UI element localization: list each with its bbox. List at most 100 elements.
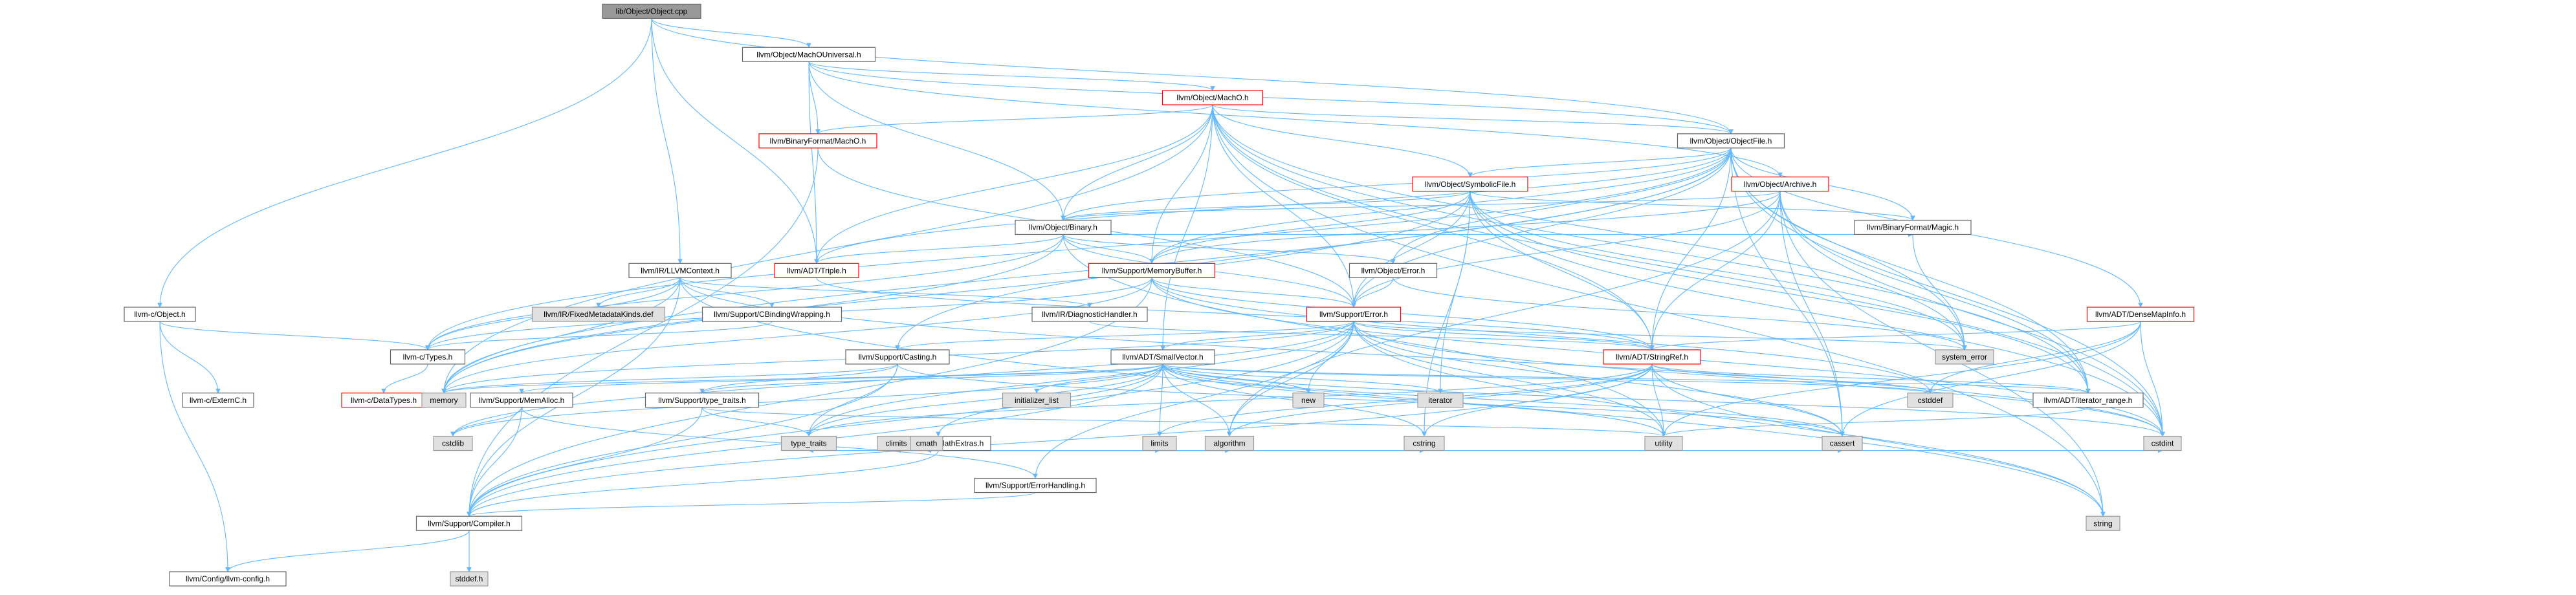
- node-object-file[interactable]: llvm/Object/ObjectFile.h: [1677, 133, 1785, 149]
- node-box: [531, 307, 666, 322]
- edge-smallvector-to-cassert: [1162, 363, 1845, 437]
- edge-smallvector-to-cstddef: [1162, 363, 1933, 394]
- node-root[interactable]: lib/Object/Object.cpp: [602, 3, 701, 19]
- node-fixedmd: llvm/IR/FixedMetadataKinds.def: [531, 307, 666, 322]
- node-archive[interactable]: llvm/Object/Archive.h: [1731, 177, 1829, 192]
- node-cstddef: cstddef: [1907, 393, 1954, 408]
- node-box: [1644, 435, 1683, 451]
- node-triple[interactable]: llvm/ADT/Triple.h: [774, 263, 859, 278]
- edge-errorhandling-to-compiler: [467, 492, 1036, 517]
- edge-stringref-to-iterator_range: [1651, 363, 2091, 394]
- node-type-traits-h[interactable]: llvm/Support/type_traits.h: [644, 393, 760, 408]
- edge-memalloc-to-cstdlib: [450, 407, 522, 437]
- node-label: utility: [1655, 439, 1672, 448]
- node-bf-magic[interactable]: llvm/BinaryFormat/Magic.h: [1854, 219, 1972, 235]
- node-label: llvm/ADT/iterator_range.h: [2044, 396, 2133, 405]
- node-llvm-config[interactable]: llvm/Config/llvm-config.h: [169, 571, 287, 587]
- node-macho-universal[interactable]: llvm/Object/MachOUniversal.h: [742, 47, 876, 62]
- edge-support_error-to-cstdlib: [450, 321, 1354, 437]
- node-capi-datatypes[interactable]: llvm-c/DataTypes.h: [341, 393, 426, 408]
- node-label: llvm/IR/DiagnosticHandler.h: [1042, 310, 1137, 319]
- node-climits: climits: [877, 435, 916, 451]
- node-errorhandling[interactable]: llvm/Support/ErrorHandling.h: [974, 477, 1097, 493]
- node-box: [742, 47, 876, 62]
- node-stddef: stddef.h: [450, 571, 489, 587]
- node-densemapinfo[interactable]: llvm/ADT/DenseMapInfo.h: [2086, 307, 2195, 322]
- node-cstdint: cstdint: [2143, 435, 2182, 451]
- node-support-error[interactable]: llvm/Support/Error.h: [1306, 307, 1402, 322]
- node-label: llvm/BinaryFormat/MachO.h: [770, 136, 866, 146]
- node-label: initializer_list: [1015, 396, 1059, 405]
- edge-macho_universal-to-object_macho: [808, 61, 1215, 91]
- edge-symbolic_file-to-stringref: [1470, 191, 1655, 351]
- edge-symbolic_file-to-bf_magic: [1470, 191, 1915, 221]
- edge-object_macho-to-triple: [814, 105, 1213, 265]
- node-stringref[interactable]: llvm/ADT/StringRef.h: [1603, 349, 1701, 365]
- node-label: llvm/ADT/Triple.h: [787, 266, 846, 275]
- edge-support_error-to-errorhandling: [1033, 321, 1354, 479]
- edge-object_macho-to-binary: [1061, 105, 1213, 221]
- edge-triple-to-stringref: [816, 277, 1655, 351]
- node-label: llvm/Object/SymbolicFile.h: [1425, 180, 1516, 189]
- node-llvmcontext[interactable]: llvm/IR/LLVMContext.h: [628, 263, 732, 278]
- node-box: [433, 435, 473, 451]
- node-label: lib/Object/Object.cpp: [616, 7, 688, 16]
- edge-llvmcontext-to-fixedmd: [596, 277, 681, 308]
- node-label: system_error: [1942, 352, 1987, 362]
- edge-capi_object-to-llvm_config: [159, 321, 230, 572]
- node-box: [701, 307, 842, 322]
- edge-capi_object-to-capi_types: [159, 321, 430, 351]
- edge-archive-to-cassert: [1779, 191, 1845, 437]
- node-memorybuffer[interactable]: llvm/Support/MemoryBuffer.h: [1088, 263, 1216, 278]
- node-compiler[interactable]: llvm/Support/Compiler.h: [415, 515, 523, 531]
- edge-type_traits_h-to-type_traits: [701, 407, 811, 437]
- edge-support_error-to-new: [1306, 321, 1354, 394]
- node-label: llvm/Object/Archive.h: [1744, 180, 1817, 189]
- node-binary[interactable]: llvm/Object/Binary.h: [1015, 219, 1112, 235]
- node-box: [758, 133, 877, 149]
- node-label: cstring: [1413, 439, 1435, 448]
- edge-object_macho-to-object_file: [1212, 104, 1734, 135]
- edge-bf_macho-to-compiler: [467, 147, 819, 517]
- node-box: [2143, 435, 2182, 451]
- node-label: cassert: [1830, 439, 1855, 448]
- node-capi-types[interactable]: llvm-c/Types.h: [390, 349, 466, 365]
- node-bf-macho[interactable]: llvm/BinaryFormat/MachO.h: [758, 133, 877, 149]
- edge-macho_universal-to-archive: [808, 61, 1783, 178]
- node-cbinding[interactable]: llvm/Support/CBindingWrapping.h: [701, 307, 842, 322]
- node-box: [1292, 393, 1325, 408]
- edge-stringref-to-compiler: [467, 363, 1653, 517]
- edge-densemapinfo-to-stringref: [1649, 321, 2141, 351]
- edge-object_file-to-stringref: [1649, 147, 1732, 351]
- node-object-macho[interactable]: llvm/Object/MachO.h: [1161, 90, 1264, 105]
- node-box: [974, 477, 1097, 493]
- edge-casting-to-type_traits: [806, 363, 898, 437]
- edge-support_error-to-string: [1353, 321, 2106, 517]
- edge-support_error-to-type_traits: [806, 321, 1354, 437]
- node-box: [2032, 393, 2144, 408]
- node-box: [182, 393, 254, 408]
- node-iterator-range[interactable]: llvm/ADT/iterator_range.h: [2032, 393, 2144, 408]
- edge-compiler-to-llvm_config: [225, 530, 470, 572]
- edge-smallvector-to-memalloc: [519, 363, 1163, 394]
- node-object-error[interactable]: llvm/Object/Error.h: [1349, 263, 1438, 278]
- node-capi-externc[interactable]: llvm-c/ExternC.h: [182, 393, 254, 408]
- node-casting[interactable]: llvm/Support/Casting.h: [845, 349, 950, 365]
- edge-support_error-to-system_error: [1353, 321, 1967, 351]
- edge-cbinding-to-capi_types: [425, 321, 773, 351]
- node-label: llvm/Support/Casting.h: [859, 352, 937, 362]
- edge-smallvector-to-type_traits_h: [699, 363, 1163, 394]
- edge-casting-to-memory: [441, 363, 898, 394]
- edge-densemapinfo-to-cstddef: [1928, 321, 2141, 394]
- node-diaghandler[interactable]: llvm/IR/DiagnosticHandler.h: [1031, 307, 1148, 322]
- node-smallvector[interactable]: llvm/ADT/SmallVector.h: [1110, 349, 1215, 365]
- node-box: [1677, 133, 1785, 149]
- edge-object_error-to-support_error: [1351, 277, 1394, 308]
- node-box: [169, 571, 287, 587]
- node-symbolic-file[interactable]: llvm/Object/SymbolicFile.h: [1412, 177, 1528, 192]
- edge-object_macho-to-cstdint: [1212, 105, 2165, 437]
- node-memalloc[interactable]: llvm/Support/MemAlloc.h: [470, 393, 573, 408]
- node-capi-object[interactable]: llvm-c/Object.h: [124, 307, 196, 322]
- edge-object_macho-to-system_error: [1212, 105, 1967, 351]
